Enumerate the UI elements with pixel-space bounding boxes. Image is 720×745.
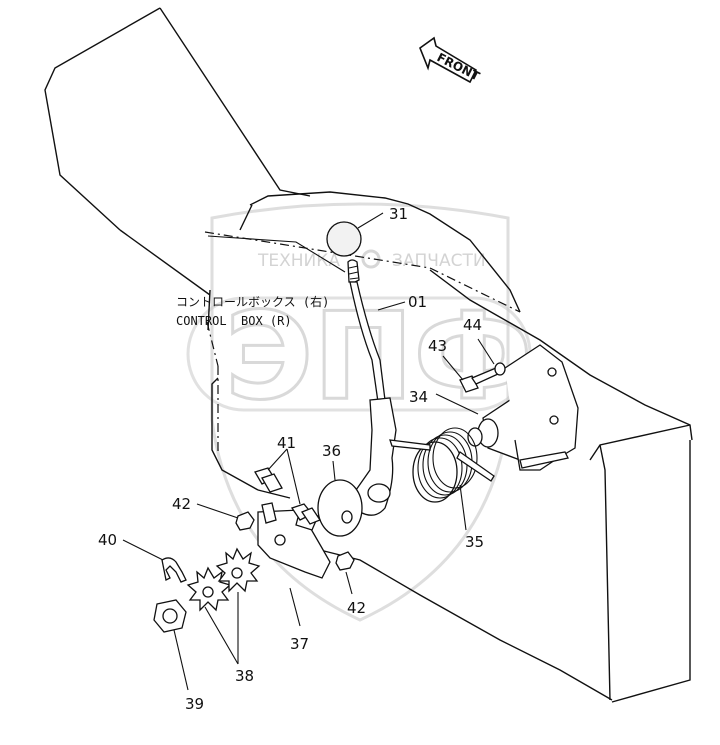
callout-41: 41 [277, 434, 296, 452]
assembly-label-english: CONTROL BOX (R) [176, 314, 292, 328]
callout-36: 36 [322, 442, 341, 460]
front-arrow-icon [419, 36, 478, 84]
watermark-shield [210, 202, 510, 622]
callout-42-upper: 42 [172, 495, 191, 513]
callout-01: 01 [408, 293, 427, 311]
callout-34: 34 [409, 388, 428, 406]
part-40-cotter-pin [161, 557, 187, 583]
callout-40: 40 [98, 531, 117, 549]
part-41-bolts [254, 467, 321, 525]
callout-43: 43 [428, 337, 447, 355]
part-44-washer [494, 362, 506, 376]
watermark-right-text: ЗАПЧАСТИ [392, 251, 486, 271]
callout-38: 38 [235, 667, 254, 685]
part-36-washer [317, 479, 363, 537]
part-39-nut [153, 599, 187, 633]
part-01-lever [347, 259, 397, 516]
assembly-label-japanese: コントロールボックス (右) [176, 294, 329, 309]
part-38-lockwashers [186, 547, 261, 612]
callout-37: 37 [290, 635, 309, 653]
part-42-nuts [235, 511, 355, 571]
callout-31: 31 [389, 205, 408, 223]
part-31-knob [326, 221, 362, 257]
part-35-spring [389, 427, 495, 503]
part-34-solenoid [467, 344, 579, 471]
part-37-bracket [257, 502, 331, 579]
callout-44: 44 [463, 316, 482, 334]
front-direction-arrow: FRONT [419, 36, 483, 84]
control-box-housing [44, 7, 693, 703]
watermark-gear-icon [361, 249, 381, 269]
leader-lines [122, 212, 495, 691]
callout-numbers: 01 31 34 35 36 37 38 39 40 41 42 42 43 4… [98, 205, 484, 713]
callout-35: 35 [465, 533, 484, 551]
callout-42-lower: 42 [347, 599, 366, 617]
callout-39: 39 [185, 695, 204, 713]
